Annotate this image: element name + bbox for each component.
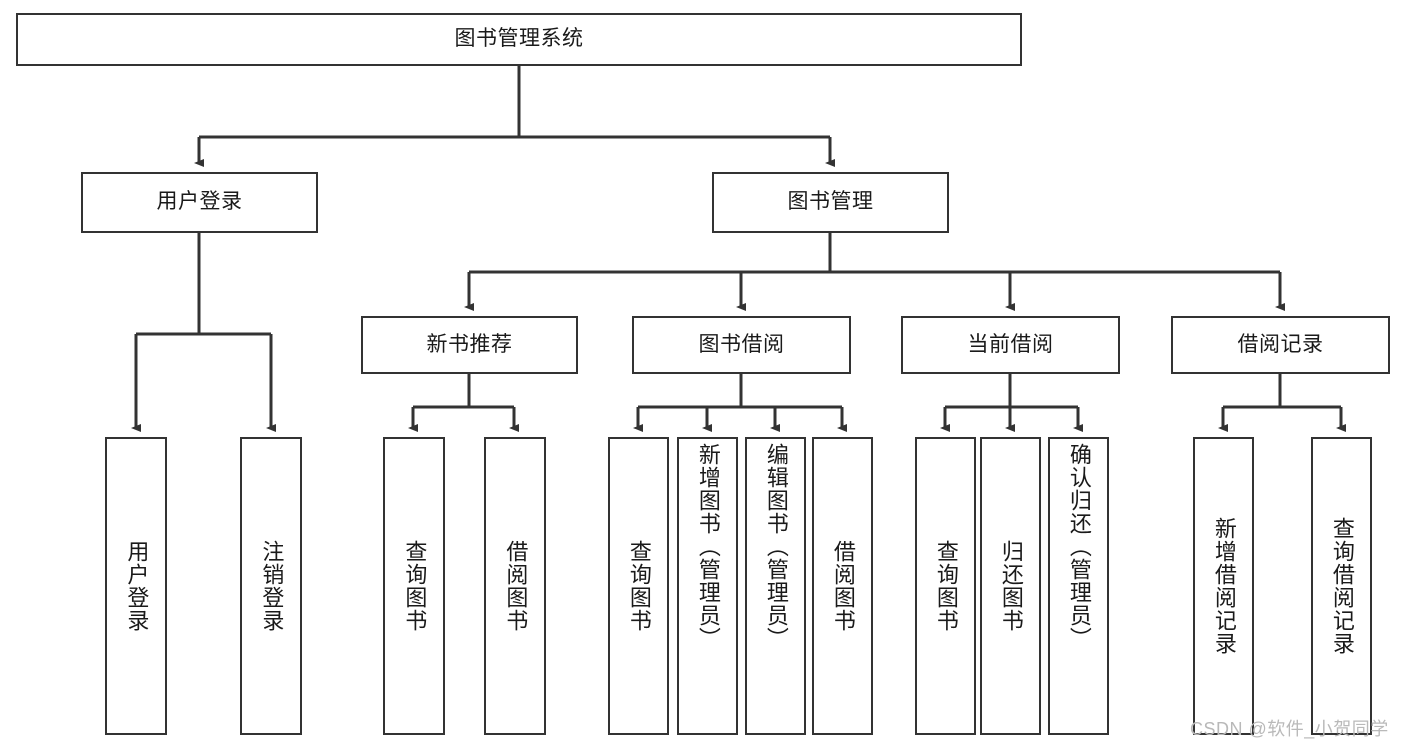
node-leaf-logout-login[interactable]: 注销登录 bbox=[240, 437, 302, 735]
node-borrow-record[interactable]: 借阅记录 bbox=[1171, 316, 1390, 374]
node-leaf-query-borrow-record[interactable]: 查询借阅记录 bbox=[1311, 437, 1372, 735]
node-leaf-user-login[interactable]: 用户登录 bbox=[105, 437, 167, 735]
node-leaf-add-book[interactable]: 新增图书（管理员） bbox=[677, 437, 738, 735]
node-current-borrow-label: 当前借阅 bbox=[967, 332, 1054, 356]
node-current-borrow[interactable]: 当前借阅 bbox=[901, 316, 1120, 374]
node-book-borrow[interactable]: 图书借阅 bbox=[632, 316, 851, 374]
node-borrow-record-label: 借阅记录 bbox=[1237, 332, 1324, 356]
node-book-management-label: 图书管理 bbox=[787, 190, 874, 214]
node-leaf-user-login-label: 用户登录 bbox=[124, 540, 150, 632]
node-leaf-return-book[interactable]: 归还图书 bbox=[980, 437, 1041, 735]
node-leaf-query-book-3-label: 查询图书 bbox=[933, 540, 959, 632]
csdn-watermark: CSDN @软件_小贺同学 bbox=[1190, 715, 1389, 741]
node-leaf-add-borrow-record[interactable]: 新增借阅记录 bbox=[1193, 437, 1254, 735]
node-root-label: 图书管理系统 bbox=[454, 27, 584, 51]
node-leaf-query-book-1-label: 查询图书 bbox=[402, 540, 428, 632]
node-new-book-recommend-label: 新书推荐 bbox=[426, 332, 513, 356]
node-new-book-recommend[interactable]: 新书推荐 bbox=[361, 316, 578, 374]
node-leaf-confirm-return[interactable]: 确认归还（管理员） bbox=[1048, 437, 1109, 735]
node-leaf-edit-book[interactable]: 编辑图书（管理员） bbox=[745, 437, 806, 735]
node-leaf-logout-login-label: 注销登录 bbox=[259, 540, 285, 632]
node-leaf-return-book-label: 归还图书 bbox=[998, 540, 1024, 632]
node-book-management[interactable]: 图书管理 bbox=[712, 172, 949, 233]
node-leaf-query-book-2-label: 查询图书 bbox=[626, 540, 652, 632]
node-leaf-add-book-label: 新增图书（管理员） bbox=[695, 443, 721, 650]
node-user-login[interactable]: 用户登录 bbox=[81, 172, 318, 233]
node-leaf-query-borrow-record-label: 查询借阅记录 bbox=[1329, 517, 1355, 655]
node-book-borrow-label: 图书借阅 bbox=[698, 332, 785, 356]
node-leaf-add-borrow-record-label: 新增借阅记录 bbox=[1211, 517, 1237, 655]
node-leaf-edit-book-label: 编辑图书（管理员） bbox=[763, 443, 789, 650]
node-leaf-confirm-return-label: 确认归还（管理员） bbox=[1066, 443, 1092, 650]
csdn-watermark-text: CSDN @软件_小贺同学 bbox=[1190, 719, 1389, 739]
node-leaf-borrow-book-2-label: 借阅图书 bbox=[830, 540, 856, 632]
node-leaf-borrow-book-1-label: 借阅图书 bbox=[503, 540, 529, 632]
node-leaf-borrow-book-2[interactable]: 借阅图书 bbox=[812, 437, 873, 735]
node-root[interactable]: 图书管理系统 bbox=[16, 13, 1022, 66]
node-leaf-query-book-3[interactable]: 查询图书 bbox=[915, 437, 976, 735]
node-leaf-query-book-2[interactable]: 查询图书 bbox=[608, 437, 669, 735]
node-user-login-label: 用户登录 bbox=[156, 190, 243, 214]
node-leaf-query-book-1[interactable]: 查询图书 bbox=[383, 437, 445, 735]
node-leaf-borrow-book-1[interactable]: 借阅图书 bbox=[484, 437, 546, 735]
